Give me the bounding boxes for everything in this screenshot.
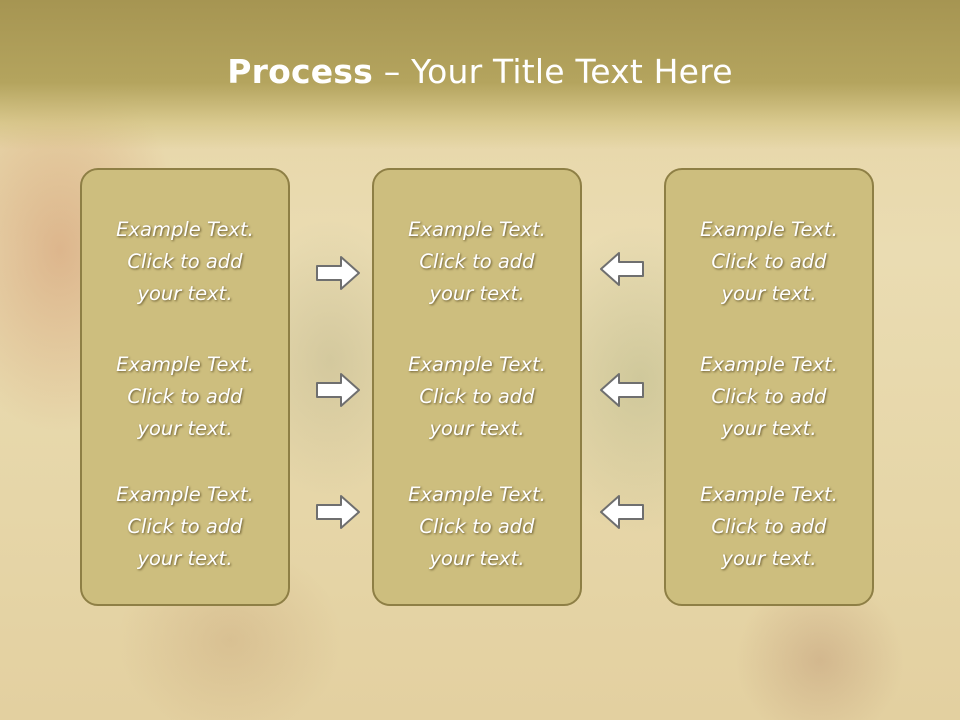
text-line: Click to add	[127, 250, 243, 273]
text-line: your text.	[137, 547, 233, 570]
slide-title[interactable]: Process – Your Title Text Here	[0, 52, 960, 91]
arrow-right-icon[interactable]	[314, 254, 362, 292]
title-bold: Process	[227, 52, 373, 91]
text-line: Click to add	[711, 385, 827, 408]
left-text-box[interactable]: Example Text. Click to add your text. Ex…	[80, 168, 290, 606]
text-line: Click to add	[419, 250, 535, 273]
arrow-left-icon[interactable]	[598, 493, 646, 531]
text-block[interactable]: Example Text. Click to add your text.	[666, 479, 872, 575]
middle-text-box[interactable]: Example Text. Click to add your text. Ex…	[372, 168, 582, 606]
title-rest: Your Title Text Here	[411, 52, 733, 91]
text-line: Example Text.	[408, 353, 546, 376]
text-line: Click to add	[711, 515, 827, 538]
arrow-left-icon[interactable]	[598, 371, 646, 409]
text-line: Click to add	[127, 385, 243, 408]
text-line: Click to add	[419, 515, 535, 538]
arrow-right-icon[interactable]	[314, 371, 362, 409]
text-block[interactable]: Example Text. Click to add your text.	[666, 349, 872, 445]
text-line: your text.	[137, 282, 233, 305]
text-line: Click to add	[711, 250, 827, 273]
text-line: Example Text.	[700, 218, 838, 241]
arrow-right-icon[interactable]	[314, 493, 362, 531]
text-line: your text.	[721, 417, 817, 440]
text-block[interactable]: Example Text. Click to add your text.	[374, 349, 580, 445]
text-block[interactable]: Example Text. Click to add your text.	[374, 214, 580, 310]
text-line: Example Text.	[116, 483, 254, 506]
text-line: Example Text.	[116, 353, 254, 376]
text-line: your text.	[721, 547, 817, 570]
text-block[interactable]: Example Text. Click to add your text.	[82, 214, 288, 310]
text-block[interactable]: Example Text. Click to add your text.	[82, 349, 288, 445]
text-line: Example Text.	[700, 483, 838, 506]
text-block[interactable]: Example Text. Click to add your text.	[666, 214, 872, 310]
title-bar	[0, 0, 960, 150]
text-line: your text.	[429, 547, 525, 570]
text-line: Click to add	[419, 385, 535, 408]
text-line: Example Text.	[116, 218, 254, 241]
text-block[interactable]: Example Text. Click to add your text.	[374, 479, 580, 575]
arrow-left-icon[interactable]	[598, 250, 646, 288]
text-line: Example Text.	[408, 483, 546, 506]
text-line: your text.	[721, 282, 817, 305]
text-block[interactable]: Example Text. Click to add your text.	[82, 479, 288, 575]
text-line: your text.	[429, 417, 525, 440]
title-dash: –	[373, 52, 412, 91]
text-line: Click to add	[127, 515, 243, 538]
right-text-box[interactable]: Example Text. Click to add your text. Ex…	[664, 168, 874, 606]
text-line: Example Text.	[700, 353, 838, 376]
text-line: your text.	[429, 282, 525, 305]
text-line: Example Text.	[408, 218, 546, 241]
text-line: your text.	[137, 417, 233, 440]
